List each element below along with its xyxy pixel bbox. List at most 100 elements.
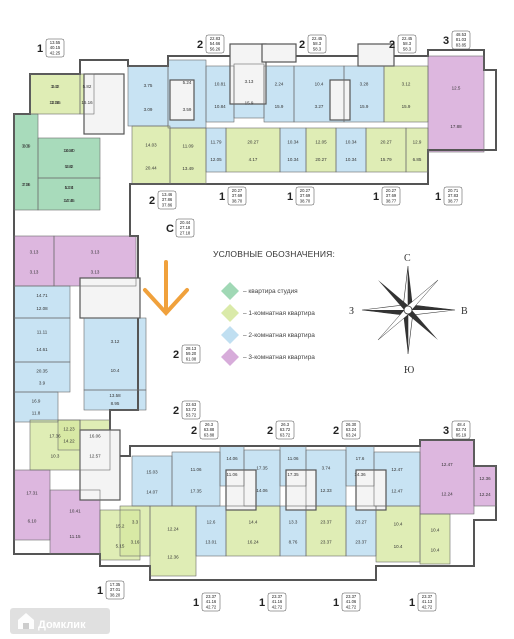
apartment-tag-rooms: 1 — [97, 585, 103, 597]
apartment-tag-area: 59.20 — [186, 351, 197, 356]
room-block-34 — [14, 470, 50, 540]
room-block-46 — [474, 466, 496, 506]
room-block-13 — [428, 56, 484, 152]
apartment-tag-area: 63.72 — [280, 427, 291, 432]
room-block-29 — [84, 390, 146, 410]
apartment-tag-rooms: 2 — [191, 425, 197, 437]
room-area-label: 3.16 — [22, 182, 31, 187]
apartment-tag-area: 61.08 — [186, 356, 197, 361]
core-7 — [285, 469, 317, 511]
room-block-37 — [132, 456, 172, 506]
room-area-label: 15.9 — [245, 101, 254, 106]
apartment-tag-area: 63.88 — [204, 427, 215, 432]
room-area-label: 20.35 — [36, 369, 48, 374]
legend: УСЛОВНЫЕ ОБОЗНАЧЕНИЯ: – квартира студия … — [213, 249, 335, 366]
room-area-label: 12.33 — [320, 488, 332, 493]
room-block-35 — [50, 490, 100, 554]
apartment-tag-box — [199, 420, 219, 440]
room-block-52 — [346, 506, 376, 556]
room-area-label: 3.12 — [402, 82, 411, 87]
room-area-label: 3.13 — [245, 79, 254, 84]
apartment-tag-area: 23.37 — [422, 594, 433, 599]
room-block-9 — [264, 66, 294, 122]
room-area-label: 17.31 — [26, 491, 38, 496]
apartment-tag-area: 58.3 — [403, 41, 412, 46]
room-area-label: 11.06 — [227, 472, 238, 477]
legend-swatch-two-room — [221, 326, 239, 344]
room-area-label: 12.24 — [441, 492, 453, 497]
apartment-tag-area: 38.20 — [110, 592, 121, 597]
room-area-label: 7.9 — [23, 182, 30, 187]
room-block-12 — [384, 66, 428, 122]
core-10 — [329, 79, 351, 121]
room-area-label: 3.13 — [30, 250, 39, 255]
apartment-tag-box — [451, 30, 471, 50]
apartment-tag-area: 22.83 — [210, 36, 221, 41]
room-wall-21 — [405, 127, 429, 173]
room-area-label: 12.36 — [479, 476, 491, 481]
room-block-1 — [14, 114, 38, 210]
apartment-tag-area: 41.16 — [272, 599, 283, 604]
room-block-0 — [30, 74, 80, 114]
room-area-label: 11.09 — [183, 144, 194, 149]
room-area-label: 15.03 — [146, 470, 158, 475]
room-block-53 — [376, 506, 420, 562]
room-area-label: 16.06 — [89, 434, 101, 439]
apartment-tag-area: 20.27 — [232, 188, 243, 193]
compass-east: В — [461, 306, 468, 317]
room-area-label: 15.2 — [116, 524, 125, 529]
room-area-label: 12.23 — [63, 427, 75, 432]
room-area-label: 17.88 — [450, 124, 462, 129]
room-block-26 — [14, 318, 70, 362]
room-area-label: 13.3 — [289, 520, 298, 525]
core-2 — [261, 43, 297, 63]
apartment-tag-box — [205, 34, 225, 54]
apartment-tag-rooms: 2 — [299, 39, 305, 51]
room-wall-13 — [427, 55, 485, 153]
legend-label-three-room: – 3-комнатная квартира — [243, 354, 315, 361]
apartment-tag-box — [341, 592, 361, 612]
apartment-tag-area: 63.24 — [346, 427, 357, 432]
room-area-label: 3.59 — [183, 107, 192, 112]
room-area-label: 8.95 — [111, 401, 120, 406]
domclick-logo-icon — [18, 613, 34, 629]
room-block-28 — [84, 318, 146, 390]
legend-swatch-studio — [221, 282, 239, 300]
apartment-tag-rooms: 2 — [197, 39, 203, 51]
room-block-27 — [14, 362, 70, 392]
room-area-label: 14.36 — [354, 472, 366, 477]
apartment-tag-area: 13.55 — [50, 40, 61, 45]
apartment-tag-area: 82.74 — [456, 427, 467, 432]
apartment-tag-area: 38.77 — [386, 198, 397, 203]
room-area-label: 6.85 — [413, 157, 422, 162]
apartment-tag-rooms: C — [166, 223, 174, 235]
apartment-tag-rooms: 1 — [333, 597, 339, 609]
room-block-45 — [420, 440, 474, 514]
apartment-tag-rooms: 1 — [409, 597, 415, 609]
compass-rose-icon: С Ю З В — [349, 253, 468, 376]
apartment-tag-area: 42.72 — [206, 604, 217, 609]
apartment-tag-rooms: 2 — [389, 39, 395, 51]
apartment-tag-area: 37.86 — [162, 197, 173, 202]
apartment-tag-area: 41.06 — [346, 599, 357, 604]
room-block-32 — [58, 420, 80, 450]
room-area-label: 3.3 — [52, 84, 59, 89]
room-wall-29 — [83, 389, 147, 411]
room-block-3 — [38, 178, 100, 210]
room-area-label: 23.37 — [355, 540, 367, 545]
watermark-backdrop — [10, 608, 110, 634]
room-wall-24 — [53, 235, 137, 287]
room-area-label: 14.4 — [249, 520, 258, 525]
room-wall-3 — [37, 177, 101, 211]
room-area-label: 8.76 — [289, 540, 298, 545]
room-area-label: 10.84 — [214, 104, 226, 109]
apartment-tag-box — [175, 218, 195, 238]
room-wall-4 — [79, 73, 95, 115]
